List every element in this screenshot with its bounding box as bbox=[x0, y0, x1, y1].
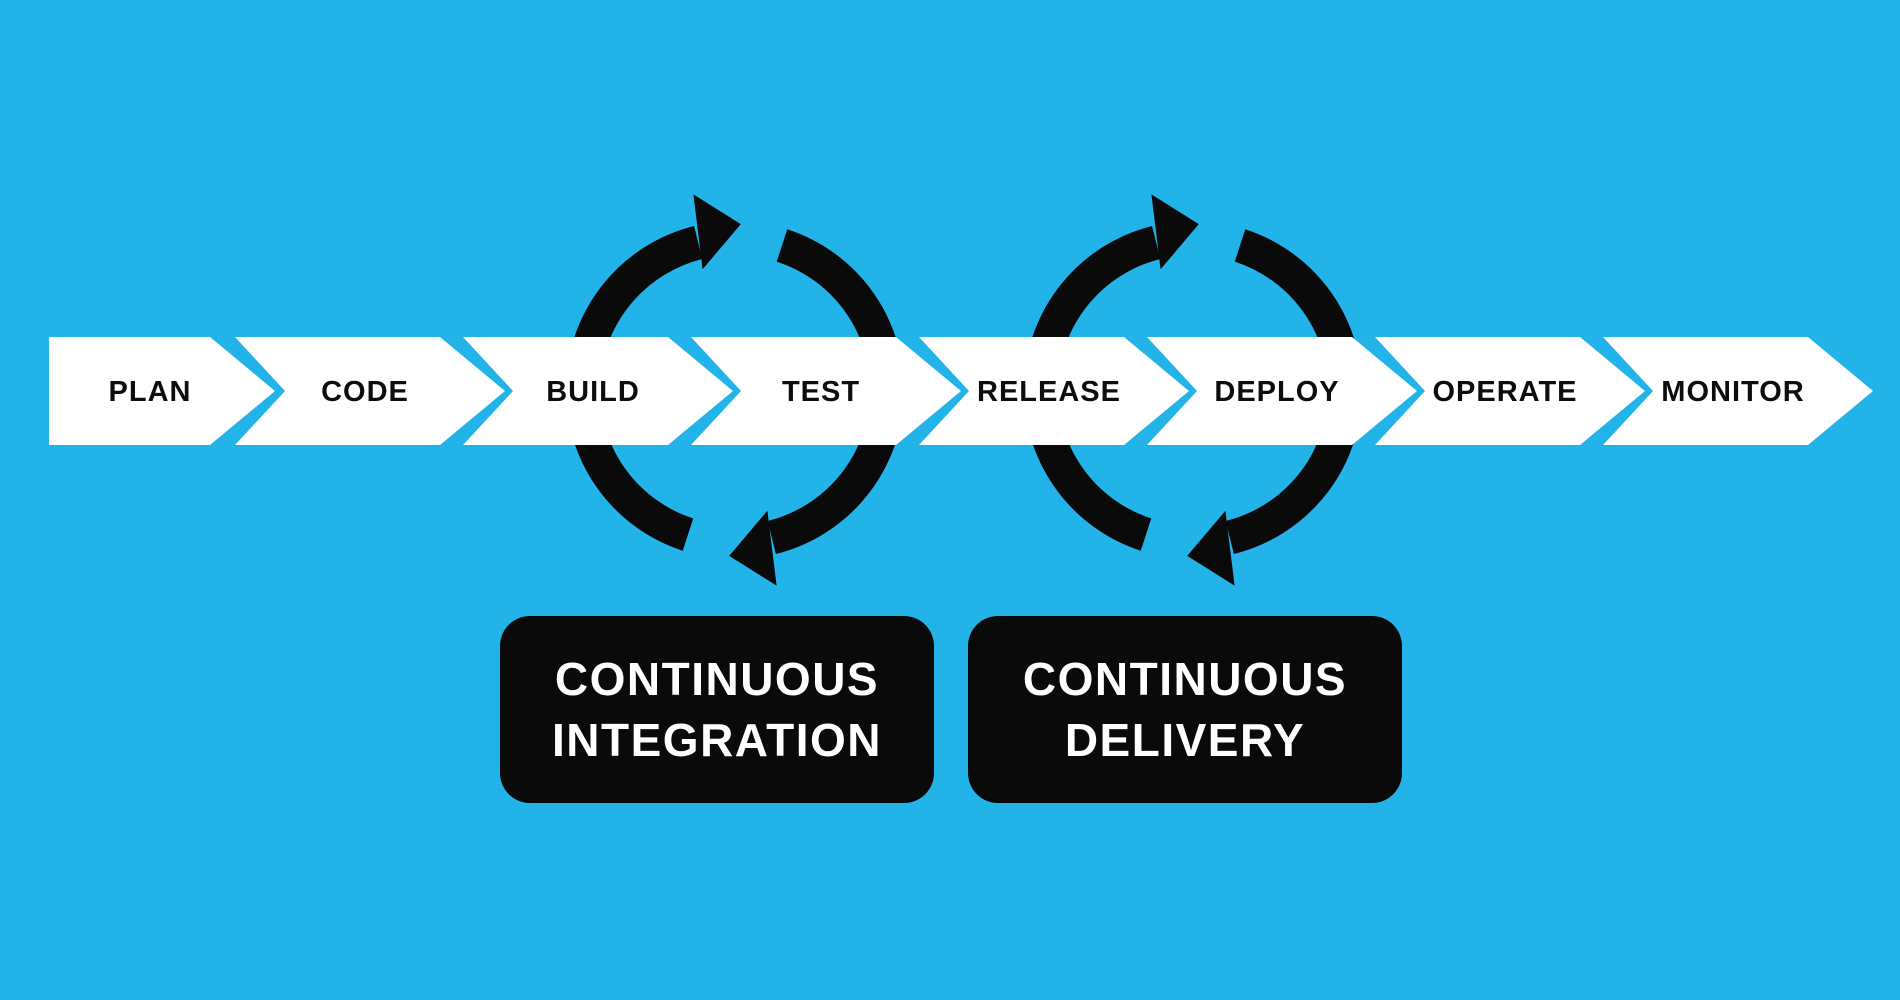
stage-label-monitor: MONITOR bbox=[1661, 376, 1804, 408]
chevron-operate bbox=[1375, 337, 1645, 445]
continuous-delivery-box: CONTINUOUS DELIVERY bbox=[968, 616, 1402, 803]
ci-cycle-arrowhead-top-icon bbox=[693, 194, 741, 270]
chevron-monitor bbox=[1603, 337, 1873, 445]
chevron-build bbox=[463, 337, 733, 445]
continuous-integration-line1: CONTINUOUS bbox=[554, 652, 880, 705]
pipeline-stage-labels: PLAN CODE BUILD TEST RELEASE DEPLOY OPER… bbox=[109, 376, 1804, 408]
cd-cycle-arrowhead-bottom-icon bbox=[1187, 510, 1235, 586]
stage-label-operate: OPERATE bbox=[1432, 376, 1577, 408]
chevron-release bbox=[919, 337, 1189, 445]
ci-cycle-arrowhead-bottom-icon bbox=[729, 510, 777, 586]
continuous-delivery-line1: CONTINUOUS bbox=[1022, 652, 1348, 705]
chevron-deploy bbox=[1147, 337, 1417, 445]
stage-label-deploy: DEPLOY bbox=[1214, 376, 1339, 408]
chevron-test bbox=[691, 337, 961, 445]
pipeline-chevron-band bbox=[49, 337, 1873, 445]
cd-cycle-arrowhead-top-icon bbox=[1151, 194, 1199, 270]
chevron-code bbox=[235, 337, 505, 445]
chevron-plan bbox=[49, 337, 275, 445]
stage-label-release: RELEASE bbox=[977, 376, 1121, 408]
continuous-integration-line2: INTEGRATION bbox=[552, 713, 882, 766]
continuous-integration-box: CONTINUOUS INTEGRATION bbox=[500, 616, 934, 803]
stage-label-build: BUILD bbox=[546, 376, 640, 408]
stage-label-code: CODE bbox=[321, 376, 409, 408]
stage-label-plan: PLAN bbox=[109, 376, 192, 408]
stage-label-test: TEST bbox=[782, 376, 860, 408]
continuous-delivery-line2: DELIVERY bbox=[1064, 713, 1306, 766]
